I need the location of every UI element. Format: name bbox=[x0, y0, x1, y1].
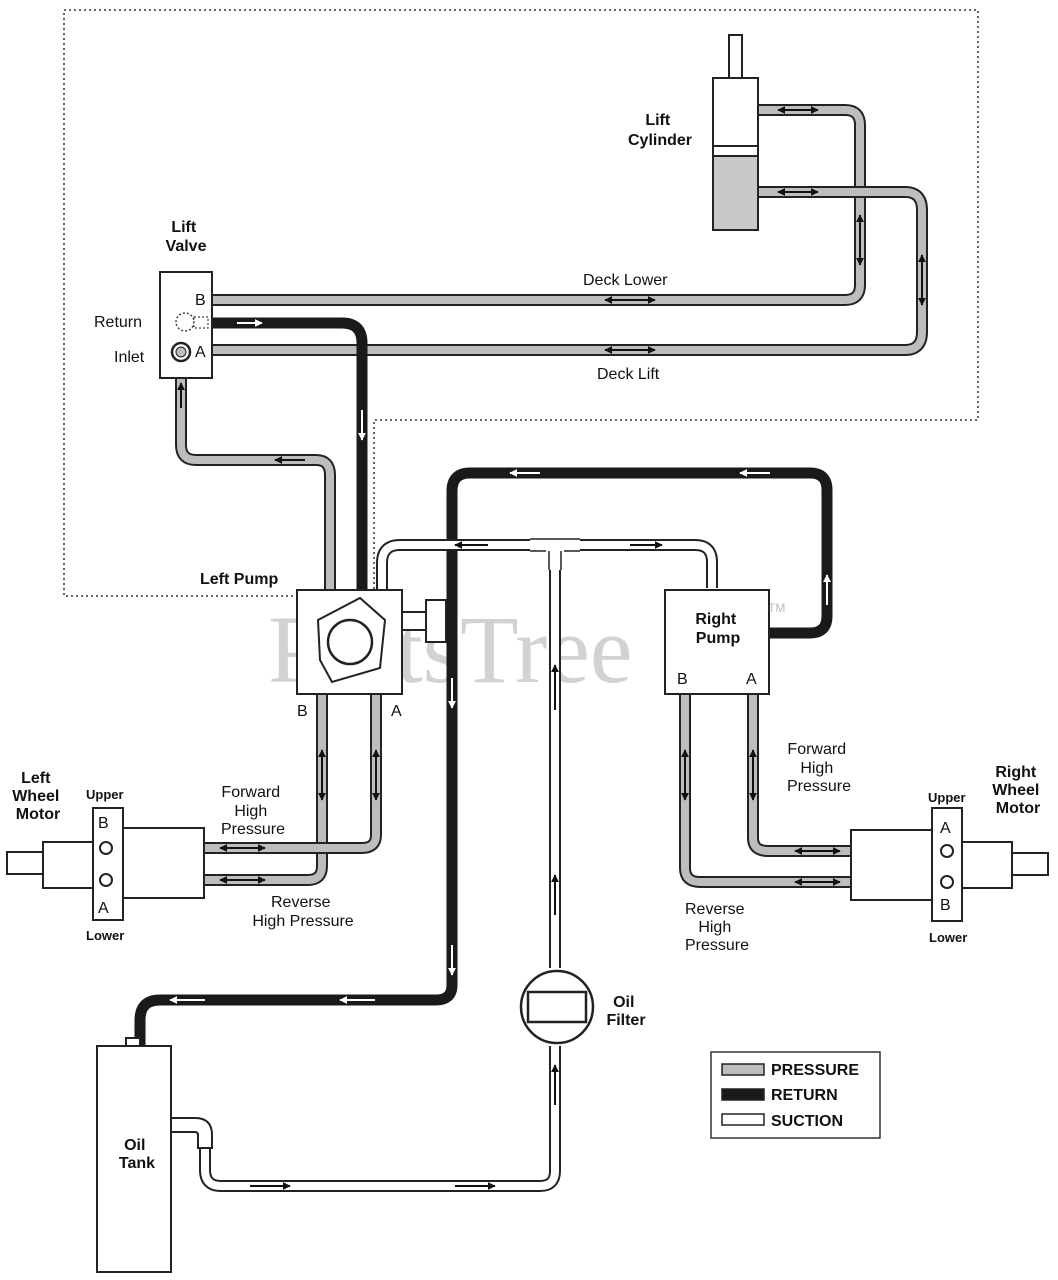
right-motor-port-a: A bbox=[940, 820, 951, 837]
deck-lower-label: Deck Lower bbox=[583, 272, 668, 289]
right-wheel-motor bbox=[850, 807, 1049, 922]
flow-arrows bbox=[169, 106, 926, 1190]
right-wheel-motor-label: Right Wheel Motor bbox=[992, 764, 1044, 817]
left-motor-port-a: A bbox=[98, 900, 109, 917]
legend-swatch-return bbox=[721, 1088, 765, 1101]
left-reverse-label: Reverse High Pressure bbox=[252, 894, 353, 930]
oil-filter bbox=[519, 969, 595, 1045]
oil-tank bbox=[96, 1037, 213, 1273]
legend-item-pressure: PRESSURE bbox=[721, 1062, 859, 1079]
right-motor-port-b: B bbox=[940, 897, 951, 914]
lift-cylinder-label: Lift Cylinder bbox=[628, 112, 692, 149]
oil-filter-label: Oil Filter bbox=[606, 994, 645, 1029]
left-motor-port-b: B bbox=[98, 815, 109, 832]
left-pump-label: Left Pump bbox=[200, 571, 278, 588]
right-motor-lower-label: Lower bbox=[929, 930, 967, 945]
lift-cylinder bbox=[712, 34, 759, 231]
right-pump-port-b: B bbox=[677, 671, 688, 688]
legend-label-suction: SUCTION bbox=[771, 1113, 843, 1130]
legend-swatch-pressure bbox=[721, 1063, 765, 1076]
left-motor-upper-label: Upper bbox=[86, 787, 124, 802]
left-pump-port-b: B bbox=[297, 703, 308, 720]
return-lines bbox=[134, 317, 833, 1045]
oil-tank-label: Oil Tank bbox=[119, 1137, 155, 1172]
lift-valve-port-b: B bbox=[195, 292, 206, 309]
left-wheel-motor-label: Left Wheel Motor bbox=[12, 770, 64, 823]
legend-item-return: RETURN bbox=[721, 1087, 838, 1104]
right-pump-label: Right Pump bbox=[695, 611, 740, 647]
right-reverse-label: Reverse High Pressure bbox=[685, 901, 749, 954]
right-pump bbox=[664, 589, 770, 695]
right-pump-port-a: A bbox=[746, 671, 757, 688]
left-pump-port-a: A bbox=[391, 703, 402, 720]
legend-label-pressure: PRESSURE bbox=[771, 1062, 859, 1079]
lift-valve-port-a: A bbox=[195, 344, 206, 361]
left-motor-lower-label: Lower bbox=[86, 928, 124, 943]
right-forward-label: Forward High Pressure bbox=[787, 741, 851, 795]
lift-valve-label: Lift Valve bbox=[166, 219, 207, 255]
left-forward-label: Forward High Pressure bbox=[221, 784, 285, 838]
return-label: Return bbox=[94, 314, 142, 331]
inlet-label: Inlet bbox=[114, 349, 145, 366]
lift-valve bbox=[159, 271, 213, 379]
left-pump bbox=[296, 589, 447, 695]
trademark-mark: TM bbox=[768, 601, 785, 615]
right-motor-upper-label: Upper bbox=[928, 790, 966, 805]
left-wheel-motor bbox=[6, 807, 205, 921]
legend: PRESSURE RETURN SUCTION bbox=[710, 1051, 881, 1139]
deck-lift-label: Deck Lift bbox=[597, 366, 660, 383]
legend-swatch-suction bbox=[721, 1113, 765, 1126]
legend-item-suction: SUCTION bbox=[721, 1113, 843, 1130]
legend-label-return: RETURN bbox=[771, 1087, 838, 1104]
